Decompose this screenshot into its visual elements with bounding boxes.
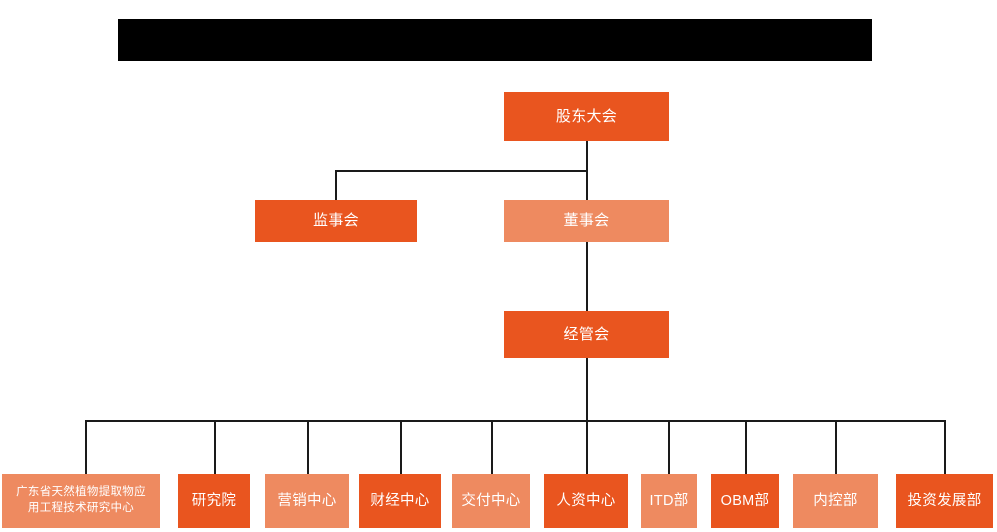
node-shareholders[interactable]: 股东大会 (504, 92, 669, 141)
connector-drop-internal-control (835, 420, 837, 474)
node-itd-dept-label: ITD部 (649, 492, 689, 509)
connector-to-supervisors (335, 170, 337, 200)
node-marketing-center[interactable]: 营销中心 (265, 474, 349, 528)
connector-directors-management (586, 242, 588, 311)
connector-drop-hr-center (586, 420, 588, 474)
node-supervisors[interactable]: 监事会 (255, 200, 417, 242)
node-research-institute-label: 研究院 (191, 492, 237, 509)
node-management-label: 经管会 (563, 325, 610, 343)
node-internal-control-dept-label: 内控部 (813, 492, 858, 509)
redacted-title-banner (118, 19, 872, 61)
connector-drop-delivery-center (491, 420, 493, 474)
node-research-institute[interactable]: 研究院 (178, 474, 250, 528)
node-investment-dev-dept-label: 投资发展部 (907, 492, 982, 509)
node-obm-dept[interactable]: OBM部 (711, 474, 779, 528)
node-eng-center[interactable]: 广东省天然植物提取物应 用工程技术研究中心 (2, 474, 160, 528)
connector-drop-finance-center (400, 420, 402, 474)
connector-drop-eng-center (85, 420, 87, 474)
node-delivery-center-label: 交付中心 (461, 492, 521, 509)
node-shareholders-label: 股东大会 (555, 107, 618, 125)
connector-drop-obm-dept (745, 420, 747, 474)
node-finance-center-label: 财经中心 (370, 492, 430, 509)
node-obm-dept-label: OBM部 (720, 492, 770, 509)
node-investment-dev-dept[interactable]: 投资发展部 (896, 474, 993, 528)
connector-level2-bus (335, 170, 588, 172)
node-management[interactable]: 经管会 (504, 311, 669, 358)
connector-drop-research-institute (214, 420, 216, 474)
connector-management-down (586, 358, 588, 421)
node-finance-center[interactable]: 财经中心 (359, 474, 441, 528)
node-itd-dept[interactable]: ITD部 (641, 474, 697, 528)
connector-drop-marketing-center (307, 420, 309, 474)
connector-leaf-bus (85, 420, 945, 422)
connector-drop-investment-dev (944, 420, 946, 474)
node-marketing-center-label: 营销中心 (277, 492, 337, 509)
node-supervisors-label: 监事会 (313, 212, 359, 230)
connector-shareholders-down (586, 141, 588, 171)
node-directors[interactable]: 董事会 (504, 200, 669, 242)
connector-to-directors (586, 170, 588, 200)
node-internal-control-dept[interactable]: 内控部 (793, 474, 878, 528)
node-eng-center-label: 广东省天然植物提取物应 用工程技术研究中心 (16, 486, 146, 514)
node-delivery-center[interactable]: 交付中心 (452, 474, 530, 528)
connector-drop-itd-dept (668, 420, 670, 474)
node-hr-center[interactable]: 人资中心 (544, 474, 628, 528)
node-hr-center-label: 人资中心 (556, 492, 616, 509)
node-directors-label: 董事会 (563, 212, 610, 230)
